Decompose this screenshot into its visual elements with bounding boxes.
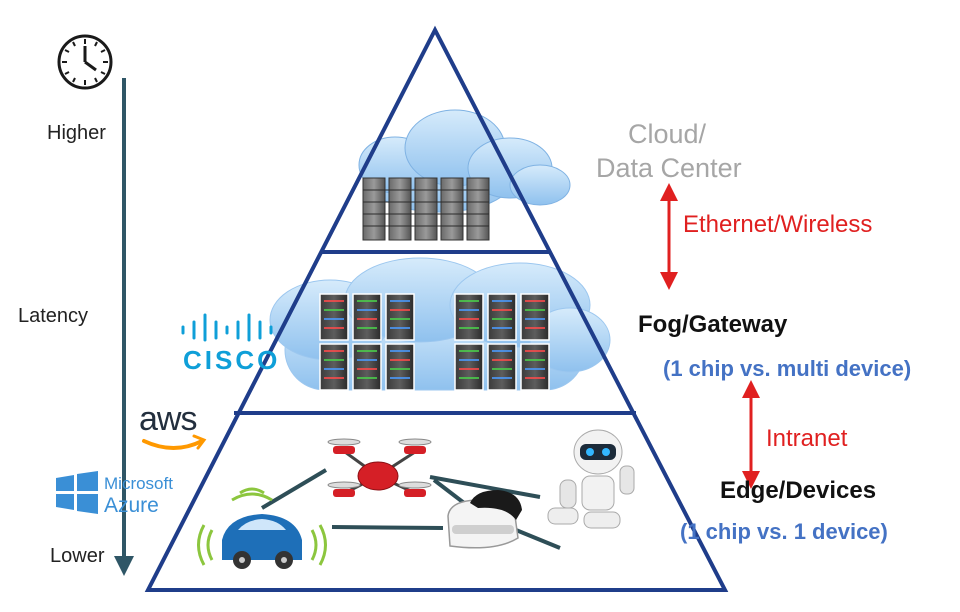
server-led (525, 318, 545, 320)
server-led (324, 318, 344, 320)
cloud-label-line1: Cloud/ (627, 119, 707, 149)
pyramid (144, 25, 729, 592)
server-led (459, 350, 479, 352)
server-led (324, 327, 344, 329)
server-led (390, 368, 410, 370)
aws-smile-icon (142, 434, 207, 450)
azure-logo-line1: Microsoft (104, 474, 173, 493)
server-led (525, 350, 545, 352)
server-led (492, 318, 512, 320)
fog-chip-note: (1 chip vs. multi device) (663, 356, 912, 381)
server-led (324, 309, 344, 311)
pyramid-outline (144, 25, 729, 592)
server-led (324, 300, 344, 302)
edge-chip-note: (1 chip vs. 1 device) (680, 519, 888, 544)
server-led (459, 327, 479, 329)
server-led (390, 327, 410, 329)
robot-icon (547, 429, 635, 529)
server-led (525, 359, 545, 361)
intranet-label: Intranet (766, 425, 848, 452)
server-led (357, 368, 377, 370)
server-led (357, 377, 377, 379)
cloud-label-line2: Data Center (596, 153, 742, 183)
server-led (390, 350, 410, 352)
server-led (492, 359, 512, 361)
latency-lower-label: Lower (50, 545, 105, 567)
server-led (492, 368, 512, 370)
self-driving-car-icon (197, 487, 327, 569)
server-led (324, 350, 344, 352)
server-led (459, 309, 479, 311)
fog-gateway-label: Fog/Gateway (638, 311, 788, 338)
server-led (492, 300, 512, 302)
server-led (525, 368, 545, 370)
cloud-datacenter-icon (358, 109, 571, 241)
server-led (390, 300, 410, 302)
server-led (390, 377, 410, 379)
ethernet-wireless-label: Ethernet/Wireless (683, 211, 873, 238)
server-rack-row (362, 177, 490, 241)
server-led (390, 318, 410, 320)
latency-higher-label: Higher (47, 122, 106, 144)
server-led (324, 377, 344, 379)
server-led (492, 309, 512, 311)
azure-logo-line2: Azure (104, 494, 159, 517)
server-led (492, 327, 512, 329)
server-led (459, 359, 479, 361)
server-led (459, 318, 479, 320)
server-led (357, 327, 377, 329)
server-led (390, 359, 410, 361)
server-led (525, 327, 545, 329)
aws-logo-text: aws (139, 400, 197, 438)
server-led (357, 350, 377, 352)
server-led (459, 368, 479, 370)
server-led (525, 300, 545, 302)
cloud-tier-label: Cloud/ Data Center (596, 117, 742, 185)
windows-logo-icon (56, 471, 98, 514)
fog-gateway-icon (269, 257, 611, 391)
server-led (492, 377, 512, 379)
server-led (357, 318, 377, 320)
server-led (357, 309, 377, 311)
cisco-logo-bars (181, 313, 273, 342)
server-led (525, 377, 545, 379)
cisco-logo-text: CISCO (183, 345, 281, 375)
server-led (390, 309, 410, 311)
server-led (492, 350, 512, 352)
edge-devices-label: Edge/Devices (720, 477, 877, 504)
drone-icon (327, 438, 432, 497)
server-led (525, 309, 545, 311)
server-led (357, 300, 377, 302)
server-led (324, 368, 344, 370)
server-led (459, 377, 479, 379)
clock-icon (57, 34, 113, 90)
fog-server-racks (319, 293, 550, 391)
server-led (459, 300, 479, 302)
server-led (357, 359, 377, 361)
vr-headset-icon (447, 490, 522, 549)
server-led (324, 359, 344, 361)
latency-axis-label: Latency (18, 305, 89, 327)
